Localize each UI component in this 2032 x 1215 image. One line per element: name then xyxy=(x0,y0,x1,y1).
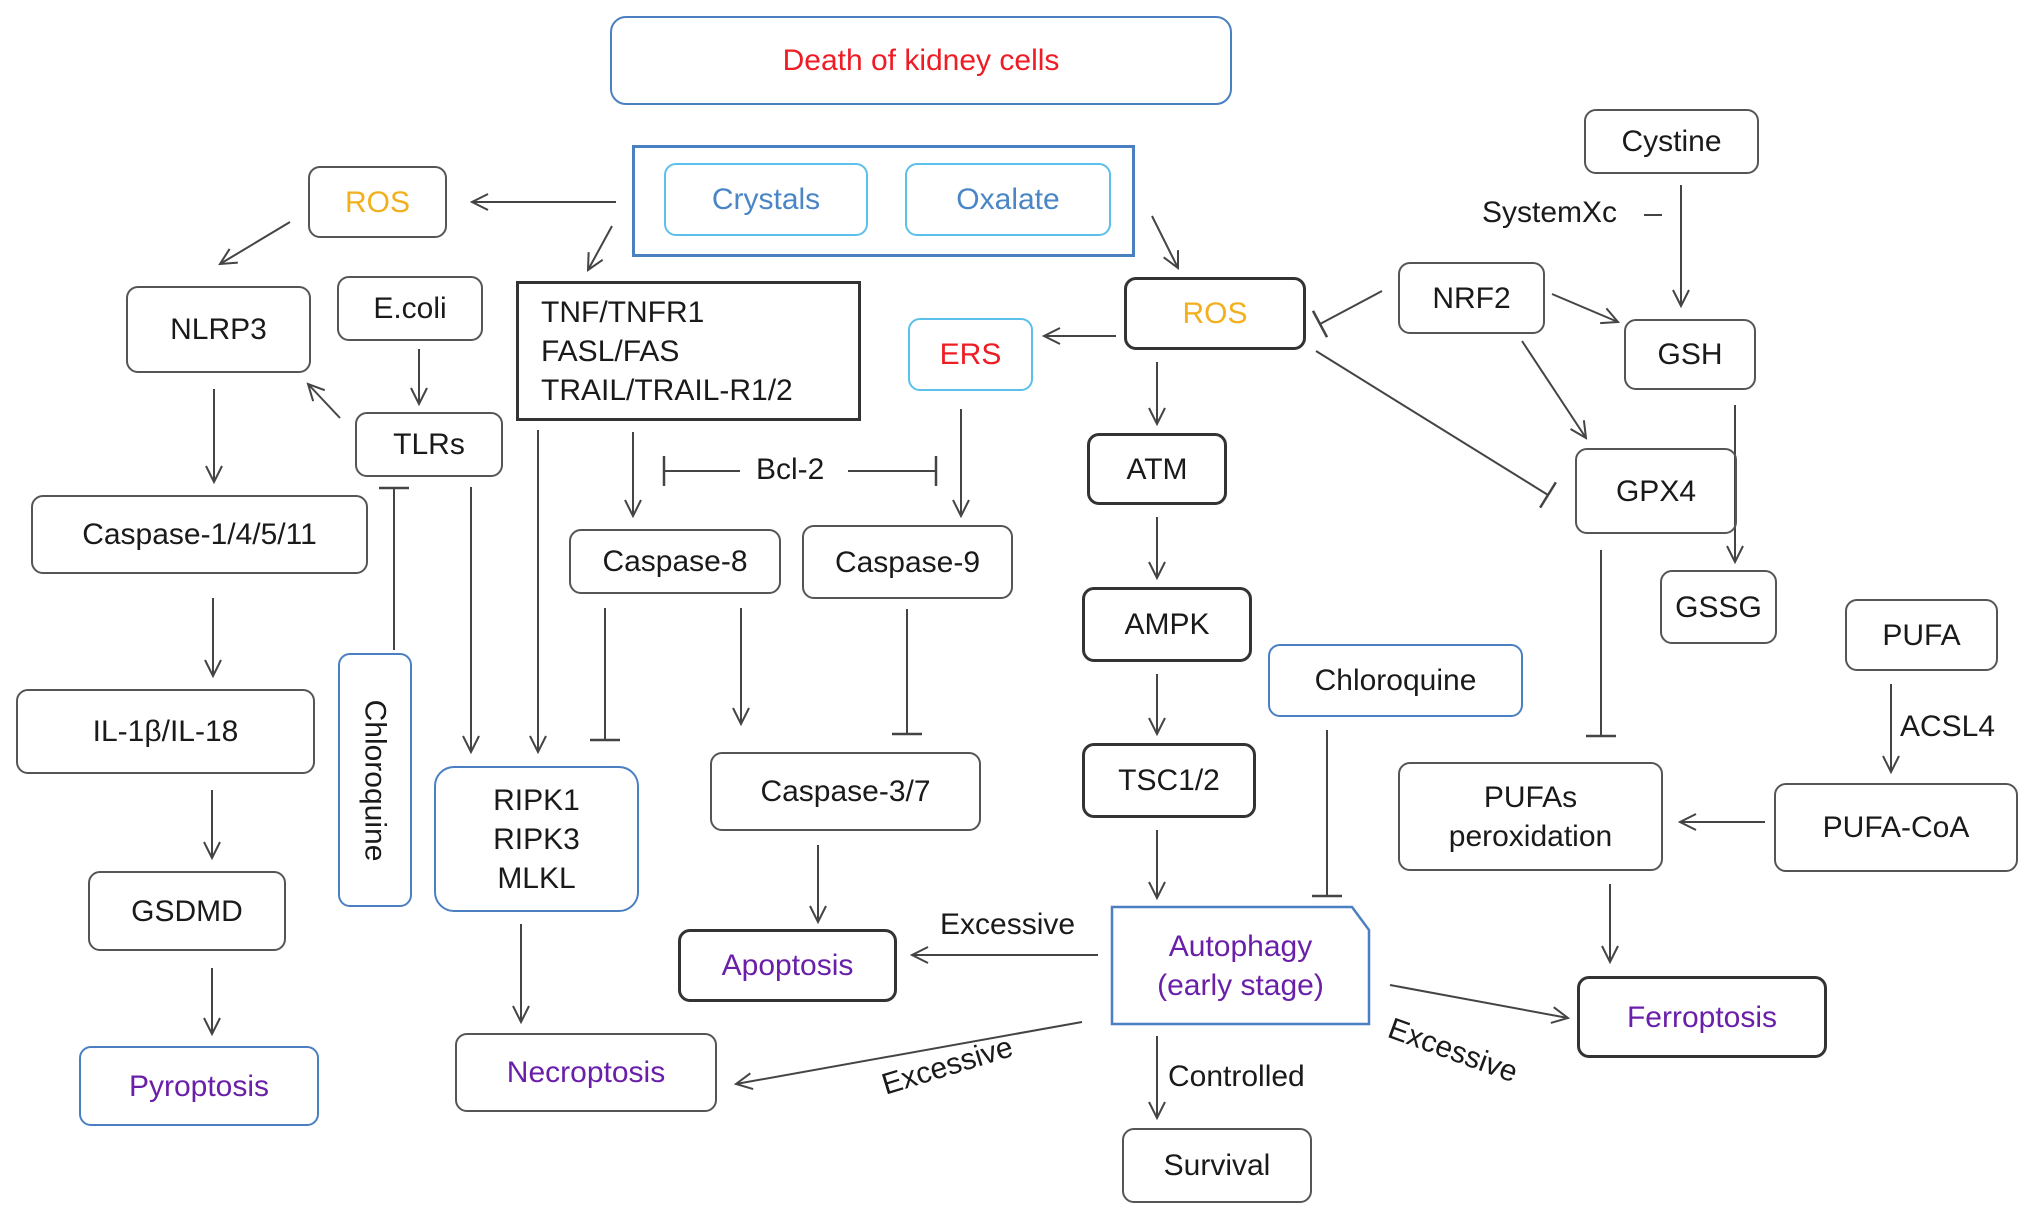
pufa-node[interactable]: PUFA xyxy=(1845,599,1998,671)
edge-nrf2-ros xyxy=(1311,290,1383,338)
ripk1-label: RIPK1 xyxy=(493,783,580,817)
ripk3-label: RIPK3 xyxy=(493,822,580,856)
oxalate-label: Oxalate xyxy=(956,183,1060,216)
pufa-label: PUFA xyxy=(1882,618,1961,652)
title-box: Death of kidney cells xyxy=(610,16,1232,105)
caspase-9-label: Caspase-9 xyxy=(834,545,981,579)
edge-nrf2-gpx4 xyxy=(1521,340,1586,438)
ampk-node[interactable]: AMPK xyxy=(1082,587,1252,662)
pyroptosis-node[interactable]: Pyroptosis xyxy=(79,1046,319,1126)
ros-mid-node[interactable]: ROS xyxy=(1124,277,1306,350)
necroptosis-node[interactable]: Necroptosis xyxy=(455,1033,717,1112)
edge-nrf2-gsh xyxy=(1551,293,1618,322)
apoptosis-label: Apoptosis xyxy=(721,949,854,982)
gsh-node[interactable]: GSH xyxy=(1624,319,1756,390)
atm-label: ATM xyxy=(1126,452,1188,486)
death-receptors-node[interactable]: TNF/TNFR1 FASL/FAS TRAIL/TRAIL-R1/2 xyxy=(516,281,861,421)
nrf2-label: NRF2 xyxy=(1432,281,1511,315)
tsc-label: TSC1/2 xyxy=(1118,764,1220,797)
gsdmd-label: GSDMD xyxy=(131,894,243,928)
ros-left-label: ROS xyxy=(344,185,410,219)
edge-ros-nlrp3 xyxy=(220,221,291,264)
ros-mid-label: ROS xyxy=(1182,297,1248,330)
autophagy-node[interactable]: Autophagy (early stage) xyxy=(1112,907,1369,1024)
gpx4-label: GPX4 xyxy=(1615,474,1697,508)
atm-node[interactable]: ATM xyxy=(1087,433,1227,505)
cystine-label: Cystine xyxy=(1621,125,1722,158)
ers-label: ERS xyxy=(939,338,1002,371)
survival-label: Survival xyxy=(1163,1149,1271,1182)
ampk-label: AMPK xyxy=(1124,608,1210,641)
mlkl-label: MLKL xyxy=(497,861,576,895)
acsl4-label: ACSL4 xyxy=(1900,710,1996,743)
pufa-coa-label: PUFA-CoA xyxy=(1822,811,1970,844)
edge-crystals-ros-mid xyxy=(1151,215,1178,268)
ferroptosis-node[interactable]: Ferroptosis xyxy=(1577,976,1827,1058)
nrf2-node[interactable]: NRF2 xyxy=(1398,262,1545,334)
ers-node[interactable]: ERS xyxy=(908,318,1033,391)
death-receptor-1: TNF/TNFR1 xyxy=(541,295,705,329)
pufa-coa-node[interactable]: PUFA-CoA xyxy=(1774,783,2018,872)
caspase-1-label: Caspase-1/4/5/11 xyxy=(82,518,317,551)
inducers-group xyxy=(632,145,1135,257)
excessive-apoptosis-label: Excessive xyxy=(940,908,1076,941)
pufas-peroxidation-node[interactable]: PUFAs peroxidation xyxy=(1398,762,1663,871)
tlrs-label: TLRs xyxy=(393,428,465,461)
oxalate-node[interactable]: Oxalate xyxy=(905,163,1111,236)
il1b-label: IL-1β/IL-18 xyxy=(92,715,239,748)
ecoli-node[interactable]: E.coli xyxy=(337,276,483,341)
ecoli-label: E.coli xyxy=(373,292,447,325)
caspase-9-node[interactable]: Caspase-9 xyxy=(802,525,1013,599)
systemxc-label: SystemXc xyxy=(1482,196,1618,229)
edge-autophagy-necroptosis xyxy=(736,1021,1083,1084)
chloroquine-right-node[interactable]: Chloroquine xyxy=(1268,644,1523,717)
bcl2-label: Bcl-2 xyxy=(756,453,825,486)
gsh-label: GSH xyxy=(1657,338,1723,371)
edge-autophagy-ferroptosis xyxy=(1389,984,1568,1018)
edge-tlrs-nlrp3 xyxy=(308,384,341,419)
chloroquine-vertical-node[interactable]: Chloroquine xyxy=(338,653,412,907)
nlrp3-label: NLRP3 xyxy=(170,313,267,346)
caspase-37-label: Caspase-3/7 xyxy=(760,775,931,808)
survival-node[interactable]: Survival xyxy=(1122,1128,1312,1203)
gssg-label: GSSG xyxy=(1675,590,1762,624)
chloroquine-right-label: Chloroquine xyxy=(1314,664,1477,697)
ripk-node[interactable]: RIPK1 RIPK3 MLKL xyxy=(434,766,639,912)
autophagy-box-outline xyxy=(1110,905,1371,1026)
caspase-8-node[interactable]: Caspase-8 xyxy=(569,529,781,594)
autophagy-label-1: Autophagy xyxy=(1168,929,1313,963)
apoptosis-node[interactable]: Apoptosis xyxy=(678,929,897,1002)
gsdmd-node[interactable]: GSDMD xyxy=(88,871,286,951)
controlled-label: Controlled xyxy=(1168,1060,1305,1093)
crystals-label: Crystals xyxy=(711,183,821,216)
death-receptor-2: FASL/FAS xyxy=(541,334,680,368)
gssg-node[interactable]: GSSG xyxy=(1660,570,1777,644)
chloroquine-vertical-label: Chloroquine xyxy=(358,699,392,861)
edge-crystals-tnf xyxy=(588,225,613,270)
ros-left-node[interactable]: ROS xyxy=(308,166,447,238)
caspase-37-node[interactable]: Caspase-3/7 xyxy=(710,752,981,831)
ferroptosis-label: Ferroptosis xyxy=(1626,1000,1778,1034)
autophagy-label-2: (early stage) xyxy=(1157,968,1324,1002)
caspase-1-node[interactable]: Caspase-1/4/5/11 xyxy=(31,495,368,574)
tlrs-node[interactable]: TLRs xyxy=(355,412,503,477)
pufas-label-2: peroxidation xyxy=(1448,819,1613,853)
tsc-node[interactable]: TSC1/2 xyxy=(1082,743,1256,818)
pufas-label-1: PUFAs xyxy=(1483,780,1578,814)
title-text: Death of kidney cells xyxy=(782,44,1060,77)
death-receptor-3: TRAIL/TRAIL-R1/2 xyxy=(541,373,793,407)
nlrp3-node[interactable]: NLRP3 xyxy=(126,286,311,373)
caspase-8-label: Caspase-8 xyxy=(602,545,748,578)
crystals-node[interactable]: Crystals xyxy=(664,163,868,236)
pyroptosis-label: Pyroptosis xyxy=(128,1069,270,1103)
edge-ros-gpx4 xyxy=(1315,350,1557,509)
il1b-node[interactable]: IL-1β/IL-18 xyxy=(16,689,315,774)
gpx4-node[interactable]: GPX4 xyxy=(1575,448,1737,534)
necroptosis-label: Necroptosis xyxy=(506,1056,666,1089)
cystine-node[interactable]: Cystine xyxy=(1584,109,1759,174)
